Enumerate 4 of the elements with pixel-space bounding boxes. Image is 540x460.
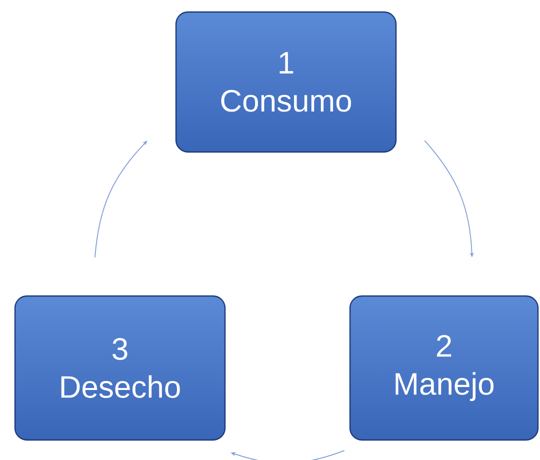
process-box: 2 Manejo xyxy=(349,295,539,441)
process-box: 3 Desecho xyxy=(14,295,226,441)
process-box: 1 Consumo xyxy=(175,11,397,153)
arrow xyxy=(94,140,148,258)
